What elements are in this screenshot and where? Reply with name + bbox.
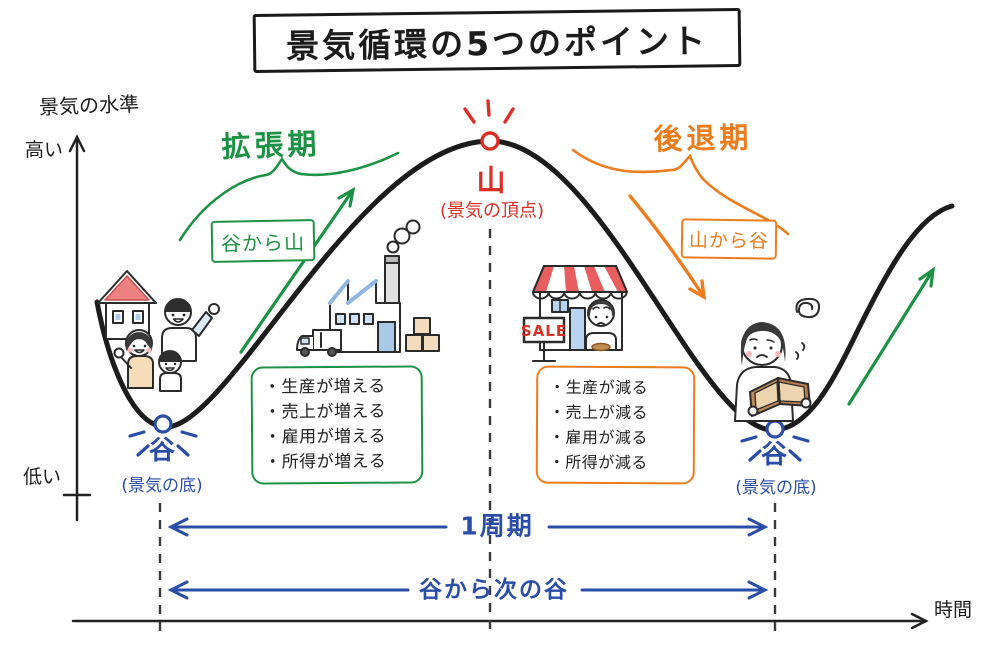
recession-effect-item: ・雇用が減る <box>548 427 648 448</box>
happy-family-with-house-icon <box>97 270 220 392</box>
x-axis <box>71 612 929 630</box>
recession-arrowhead-icon <box>688 279 707 301</box>
expansion-brace <box>178 151 400 242</box>
expansion-range-label: 谷から山 <box>220 229 306 256</box>
recession-range-label: 山から谷 <box>688 228 770 253</box>
recession-effect-item: ・生産が減る <box>549 377 649 398</box>
peak-sub-label: (景気の頂点) <box>439 200 545 222</box>
diagram-title-box: 景気循環の5つのポイント <box>252 8 742 73</box>
y-axis-title: 景気の水準 <box>38 91 140 120</box>
expansion-phase-label: 拡張期 <box>220 126 322 165</box>
recession-effects-box: ・生産が減る ・売上が減る ・雇用が減る ・所得が減る <box>535 365 696 485</box>
expansion-effects-box: ・生産が増える ・売上が増える ・雇用が増える ・所得が増える <box>250 365 424 485</box>
dashed-guides <box>158 229 777 634</box>
cycle-span-1-label: 1周期 <box>460 511 534 541</box>
cycle-span-arrow-1 <box>167 517 769 537</box>
worried-woman-reading-icon <box>734 297 821 422</box>
expansion-effect-item: ・所得が増える <box>264 451 387 473</box>
peak-label: 山 <box>476 163 506 198</box>
x-axis-arrowhead-icon <box>910 612 929 630</box>
trough-right-sub-label: (景気の底) <box>735 478 817 499</box>
y-axis-arrowhead-icon <box>68 134 86 153</box>
trough-left-sub-label: (景気の底) <box>121 476 203 497</box>
expansion-range-box: 谷から山 <box>210 219 316 263</box>
trough-left-label: 谷 <box>148 436 176 467</box>
y-axis <box>62 134 92 522</box>
scribble-icon <box>795 297 821 319</box>
y-axis-low-label: 低い <box>22 466 62 489</box>
recession-brace <box>571 148 790 236</box>
recession-range-box: 山から谷 <box>680 218 778 260</box>
recession-effect-item: ・売上が減る <box>549 402 649 423</box>
sale-sign-text: SALE <box>521 322 567 340</box>
shop-with-sale-sign-icon: SALE <box>521 265 628 362</box>
trough-right-label: 谷 <box>760 440 788 471</box>
expansion-effect-item: ・雇用が増える <box>264 426 387 448</box>
recovery-arrowhead-icon <box>918 266 936 288</box>
expansion-effect-item: ・売上が増える <box>263 401 386 423</box>
trough-left-marker-icon <box>128 414 198 457</box>
recession-effect-item: ・所得が減る <box>548 452 648 473</box>
recovery-arrow <box>847 266 936 406</box>
expansion-effect-item: ・生産が増える <box>263 376 386 398</box>
cycle-curve <box>94 138 955 433</box>
x-axis-label: 時間 <box>933 599 973 622</box>
recession-arrow <box>628 194 707 301</box>
peak-marker-icon <box>463 99 515 151</box>
cycle-span-2-label: 谷から次の谷 <box>419 576 569 603</box>
diagram-title: 景気循環の5つのポイント <box>285 20 709 66</box>
recession-phase-label: 後退期 <box>653 120 753 157</box>
expansion-arrow <box>239 186 356 354</box>
factory-with-truck-and-boxes-icon <box>296 219 440 357</box>
y-axis-high-label: 高い <box>24 139 64 162</box>
expansion-arrowhead-icon <box>337 186 356 208</box>
cycle-span-arrow-2 <box>167 580 769 600</box>
